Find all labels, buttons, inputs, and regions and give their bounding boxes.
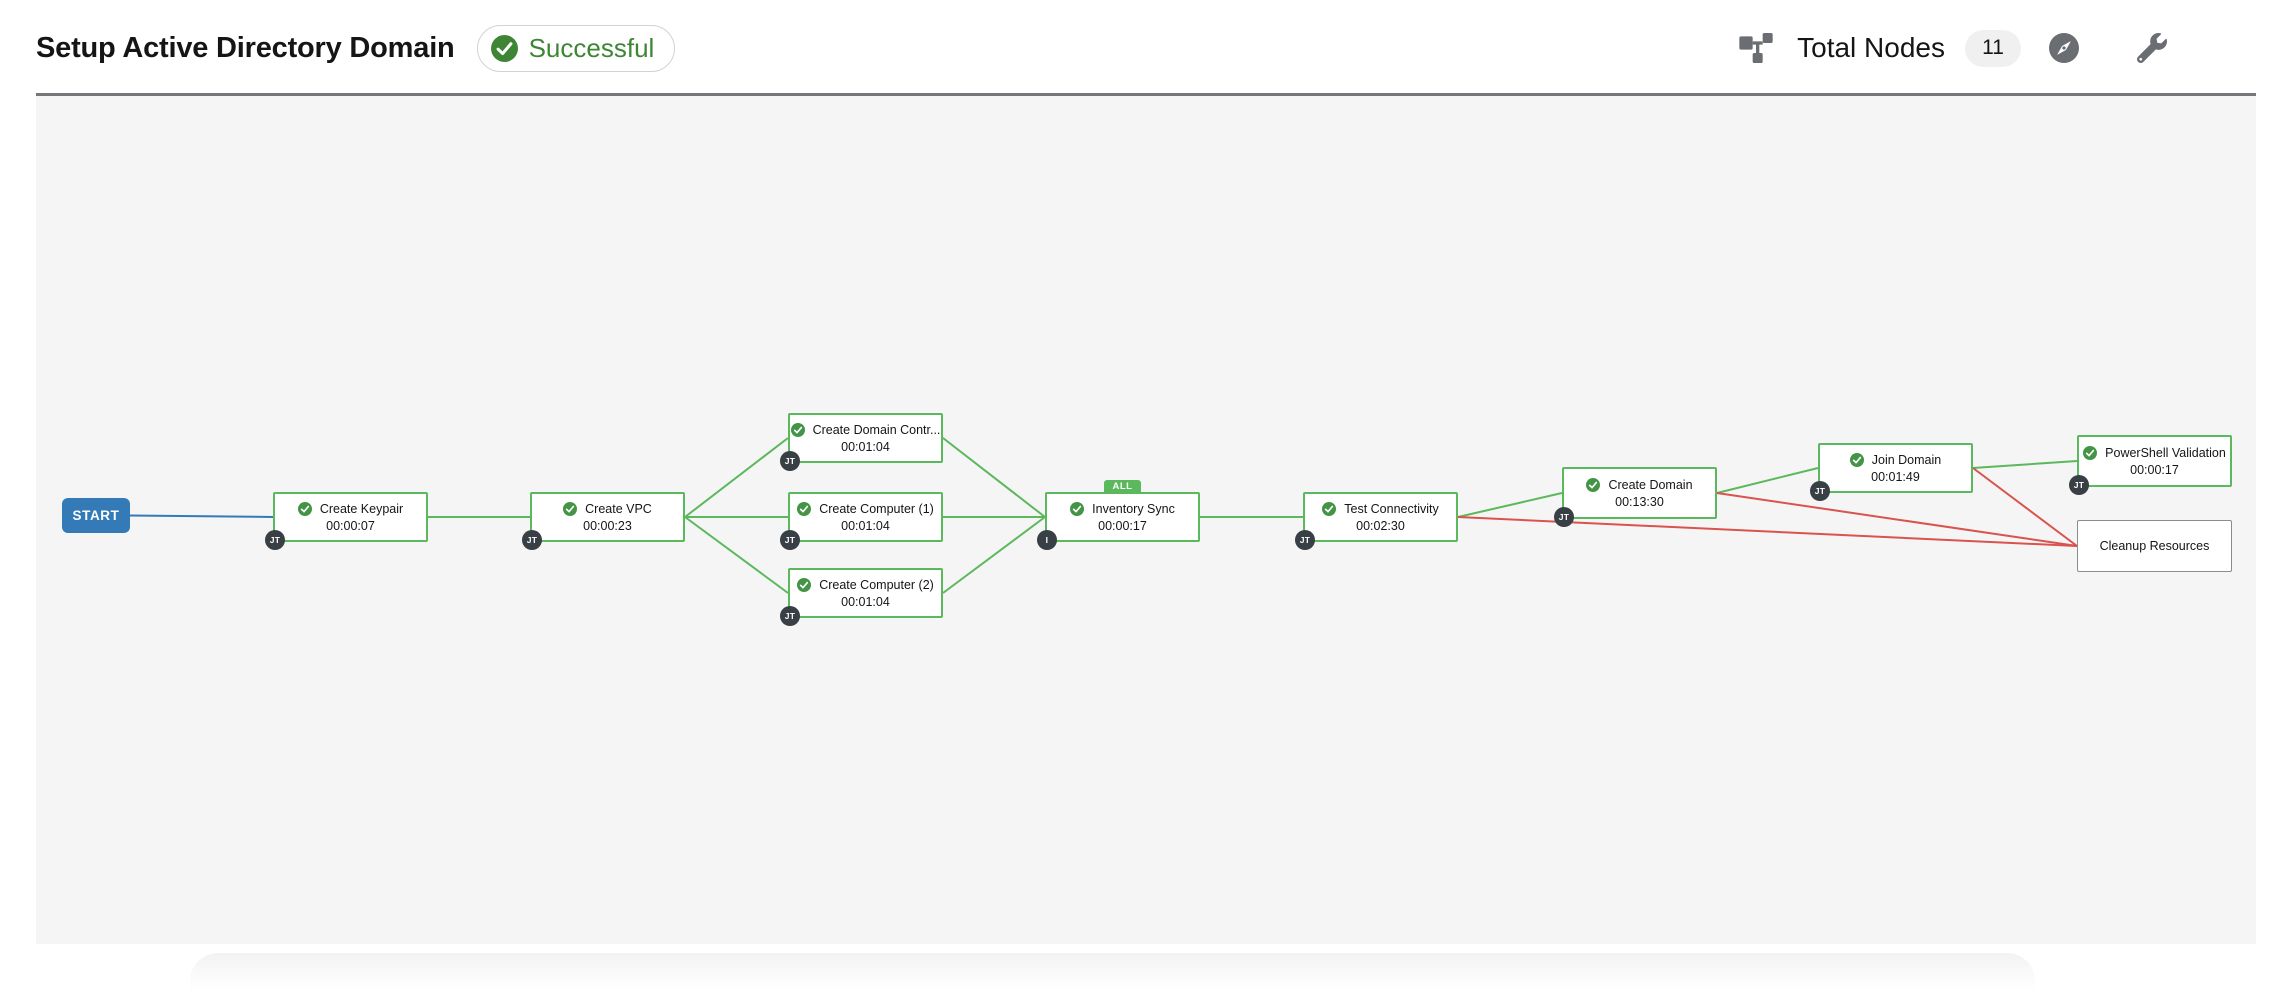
node-success-check-icon: [797, 577, 812, 592]
node-elapsed-time: 00:13:30: [1615, 494, 1664, 509]
legend-button[interactable]: [2049, 33, 2079, 63]
check-circle-icon: [490, 34, 518, 62]
workflow-node-cleanup[interactable]: Cleanup Resources: [2077, 520, 2232, 572]
status-badge-label: Successful: [528, 32, 655, 63]
node-type-badge: JT: [522, 530, 542, 550]
node-type-badge: JT: [780, 530, 800, 550]
node-type-badge: JT: [265, 530, 285, 550]
wrench-icon: [2137, 33, 2167, 63]
edge-cdom-cleanup: [1716, 492, 2078, 547]
node-success-check-icon: [1586, 477, 1601, 492]
node-type-badge: JT: [780, 606, 800, 626]
cutoff-bottom-panel: [190, 953, 2035, 993]
edge-test-cdom: [1457, 492, 1563, 518]
topology-icon: [1739, 33, 1773, 63]
node-success-check-icon: [1322, 501, 1337, 516]
node-type-badge: JT: [780, 451, 800, 471]
node-elapsed-time: 00:01:04: [841, 594, 890, 609]
workflow-node-start[interactable]: START: [62, 498, 130, 533]
node-success-check-icon: [563, 501, 578, 516]
node-label: Join Domain: [1871, 452, 1942, 467]
node-success-check-icon: [2083, 445, 2098, 460]
node-label: Cleanup Resources: [2099, 539, 2210, 553]
node-elapsed-time: 00:00:23: [583, 518, 632, 533]
node-label: PowerShell Validation: [2105, 445, 2226, 460]
node-type-badge: JT: [1554, 507, 1574, 527]
node-elapsed-time: 00:02:30: [1356, 518, 1405, 533]
page-title: Setup Active Directory Domain: [36, 31, 455, 64]
node-elapsed-time: 00:00:17: [1098, 518, 1147, 533]
node-label: Create Computer (1): [819, 501, 934, 516]
node-type-badge: I: [1037, 530, 1057, 550]
page-header: Setup Active Directory Domain Successful…: [0, 0, 2290, 96]
node-success-check-icon: [297, 501, 312, 516]
node-label: Inventory Sync: [1092, 501, 1175, 516]
node-label: Create VPC: [585, 501, 652, 516]
node-elapsed-time: 00:00:17: [2130, 462, 2179, 477]
link-convergence-badge: ALL: [1103, 480, 1142, 494]
header-right: Total Nodes 11: [1739, 29, 2167, 67]
edge-vpc-dc: [684, 437, 789, 518]
node-type-badge: JT: [1295, 530, 1315, 550]
total-nodes-label: Total Nodes: [1797, 32, 1945, 63]
node-label: Create Domain: [1608, 477, 1693, 492]
node-label: Create Keypair: [319, 501, 404, 516]
node-label: Test Connectivity: [1344, 501, 1439, 516]
node-elapsed-time: 00:01:04: [841, 518, 890, 533]
edge-dc-inv: [942, 437, 1046, 518]
status-badge: Successful: [476, 24, 676, 72]
edge-join-cleanup: [1972, 467, 2078, 547]
total-nodes-count: 11: [1965, 29, 2021, 67]
tools-button[interactable]: [2137, 33, 2167, 63]
node-success-check-icon: [1849, 452, 1864, 467]
node-type-badge: JT: [2069, 475, 2089, 495]
node-label: Create Domain Contr...: [812, 422, 941, 437]
node-elapsed-time: 00:01:04: [841, 439, 890, 454]
edge-join-ps: [1972, 460, 2078, 469]
edge-cdom-join: [1716, 467, 1819, 494]
edge-vpc-c2: [684, 516, 789, 594]
node-type-badge: JT: [1810, 481, 1830, 501]
node-label: START: [72, 508, 120, 523]
node-success-check-icon: [797, 501, 812, 516]
edge-start-keypair: [129, 514, 274, 518]
node-success-check-icon: [1070, 501, 1085, 516]
node-elapsed-time: 00:00:07: [326, 518, 375, 533]
edge-c2-inv: [942, 516, 1046, 594]
compass-icon: [2049, 33, 2079, 63]
node-label: Create Computer (2): [819, 577, 934, 592]
node-success-check-icon: [790, 422, 805, 437]
node-elapsed-time: 00:01:49: [1871, 469, 1920, 484]
